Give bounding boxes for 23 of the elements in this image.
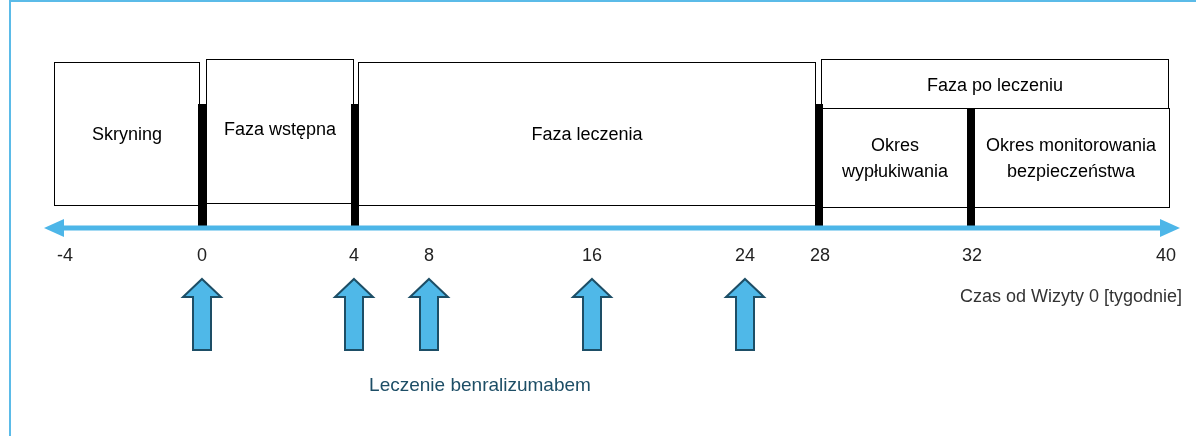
phase-box	[972, 108, 1170, 208]
dose-caption: Leczenie benralizumabem	[368, 373, 592, 397]
tick-label: 16	[581, 244, 603, 267]
tick-label: 28	[809, 244, 831, 267]
phase-label: Okres wypłukiwania	[840, 134, 950, 183]
phase-label: Faza po leczeniu	[925, 74, 1065, 97]
phase-label: Faza leczenia	[530, 123, 644, 146]
phase-box	[206, 59, 354, 204]
phase-box	[821, 108, 969, 208]
tick-label: -4	[56, 244, 74, 267]
phase-label: Faza wstępna	[222, 118, 338, 141]
tick-label: 24	[734, 244, 756, 267]
phase-box	[358, 62, 816, 206]
phase-label: Okres monitorowania bezpieczeństwa	[984, 134, 1158, 183]
phase-label: Skryning	[91, 123, 163, 146]
axis-title: Czas od Wizyty 0 [tygodnie]	[959, 285, 1182, 308]
tick-label: 0	[196, 244, 208, 267]
tick-label: 32	[961, 244, 983, 267]
tick-label: 4	[348, 244, 360, 267]
phase-box	[821, 59, 1169, 207]
tick-label: 8	[423, 244, 435, 267]
tick-label: 40	[1155, 244, 1177, 267]
phase-box	[54, 62, 200, 206]
